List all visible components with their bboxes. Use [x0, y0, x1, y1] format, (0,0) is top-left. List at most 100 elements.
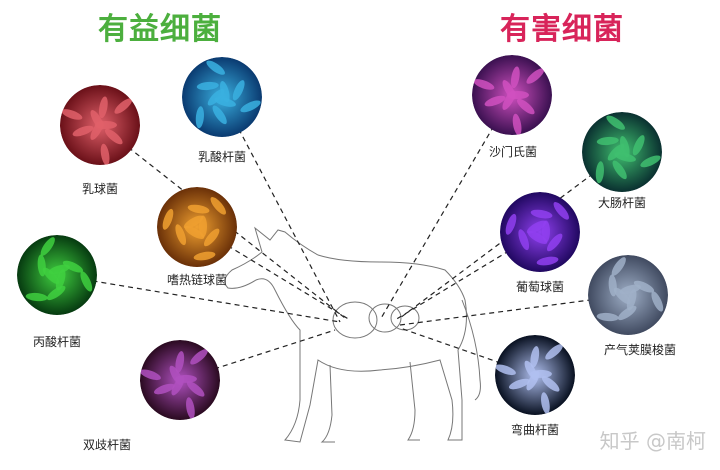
bacterium-shape	[617, 305, 637, 321]
bacterium-shape	[516, 98, 535, 115]
label-propionibacterium: 丙酸杆菌	[32, 335, 82, 349]
label-campylobacter: 弯曲杆菌	[510, 423, 560, 437]
bacterium-shape	[640, 155, 661, 168]
beneficial-bacteria-image	[182, 57, 262, 137]
bacterium-shape	[175, 224, 187, 246]
bacterium-shape	[140, 369, 161, 381]
bacterium-shape	[541, 376, 560, 392]
bacterium-shape	[527, 230, 548, 244]
bacterium-shape	[612, 160, 627, 180]
bacterium-shape	[37, 254, 46, 277]
bacterium-shape	[505, 213, 517, 235]
label-streptococcus-thermophilus: 嗜热链球菌	[166, 273, 228, 287]
organ-shape	[368, 303, 402, 333]
label-lactococcus: 乳球菌	[81, 182, 119, 196]
bacterium-shape	[614, 152, 636, 162]
bacterium-shape	[632, 135, 645, 156]
bacterium-shape	[153, 383, 175, 395]
bacterium-shape	[212, 105, 227, 125]
bacterium-shape	[633, 280, 655, 293]
dog-outline	[224, 226, 481, 443]
harmful-title: 有害细菌	[500, 12, 624, 47]
bacterium-shape	[526, 220, 547, 234]
harmful-connector-line	[399, 327, 536, 376]
bacterium-shape	[626, 289, 637, 311]
bacterium-shape	[518, 229, 530, 251]
bacterium-shape	[512, 113, 522, 135]
bacterium-shape	[536, 256, 559, 266]
bacterium-shape	[190, 349, 208, 365]
bacterium-shape	[510, 66, 520, 89]
bacterium-shape	[186, 381, 205, 397]
bacterium-shape	[508, 378, 530, 390]
bacterium-shape	[187, 204, 210, 214]
beneficial-connector-line	[56, 274, 341, 323]
bacterium-shape	[61, 109, 83, 120]
bacterium-shape	[42, 267, 60, 285]
bacterium-shape	[530, 209, 553, 219]
bacterium-shape	[484, 95, 506, 107]
bacterium-shape	[162, 208, 174, 230]
bacterium-shape	[596, 312, 619, 322]
bacterium-shape	[210, 197, 226, 215]
bacterium-shape	[46, 285, 66, 301]
organ-shape	[332, 301, 378, 339]
bacterium-shape	[546, 233, 563, 252]
bacterium-shape	[98, 96, 108, 119]
bacterium-shape	[240, 100, 261, 113]
harmful-bacteria-image	[582, 112, 662, 192]
bacterium-shape	[651, 291, 664, 312]
bacterium-shape	[473, 79, 495, 90]
bacterium-shape	[608, 274, 617, 297]
bacterium-shape	[526, 370, 540, 391]
bacterium-shape	[186, 397, 195, 419]
label-e-coli: 大肠杆菌	[597, 196, 647, 210]
bacterium-shape	[606, 115, 625, 130]
bacterium-shape	[104, 128, 123, 145]
bacterium-shape	[595, 161, 604, 184]
bacterium-shape	[80, 271, 93, 292]
bacterium-shape	[232, 80, 245, 101]
bacterium-shape	[220, 81, 230, 103]
bacterium-shape	[25, 292, 48, 302]
bacterium-shape	[100, 143, 110, 165]
bacterium-shape	[619, 284, 641, 295]
label-bifidobacterium: 双歧杆菌	[82, 438, 132, 452]
beneficial-connector-line	[221, 96, 341, 323]
bacterium-shape	[62, 260, 84, 273]
label-lactobacillus: 乳酸杆菌	[197, 150, 247, 164]
bacterium-shape	[613, 287, 631, 305]
bacterium-shape	[195, 106, 204, 129]
bacterium-shape	[607, 143, 625, 161]
bacterium-shape	[40, 237, 55, 256]
beneficial-bacteria-image	[60, 85, 140, 165]
beneficial-bacteria-image	[17, 235, 97, 315]
bacterium-shape	[620, 136, 630, 158]
bacterium-shape	[175, 351, 185, 373]
beneficial-bacteria-image	[140, 340, 220, 420]
harmful-bacteria-image	[588, 255, 668, 335]
bacterium-shape	[207, 88, 225, 106]
label-salmonella: 沙门氏菌	[488, 145, 538, 159]
bacterium-shape	[530, 346, 540, 368]
bacterium-shape	[203, 228, 220, 247]
bacterium-shape	[198, 215, 207, 238]
harmful-connector-line	[379, 94, 513, 321]
label-clostridium-perfringens: 产气荚膜梭菌	[603, 343, 677, 357]
bacterium-shape	[526, 68, 545, 84]
bacterium-shape	[90, 110, 104, 130]
bacterium-shape	[114, 98, 133, 114]
bacterium-shape	[545, 344, 563, 360]
bacterium-shape	[541, 392, 550, 414]
beneficial-title: 有益细菌	[98, 12, 222, 47]
bacterium-shape	[196, 81, 219, 91]
bacterium-shape	[596, 136, 619, 146]
harmful-bacteria-image	[495, 335, 575, 415]
watermark: 知乎 @南柯	[599, 429, 706, 453]
bacterium-shape	[72, 125, 94, 137]
bacterium-shape	[183, 215, 204, 229]
bacterium-shape	[611, 257, 626, 276]
bacterium-shape	[553, 202, 569, 220]
